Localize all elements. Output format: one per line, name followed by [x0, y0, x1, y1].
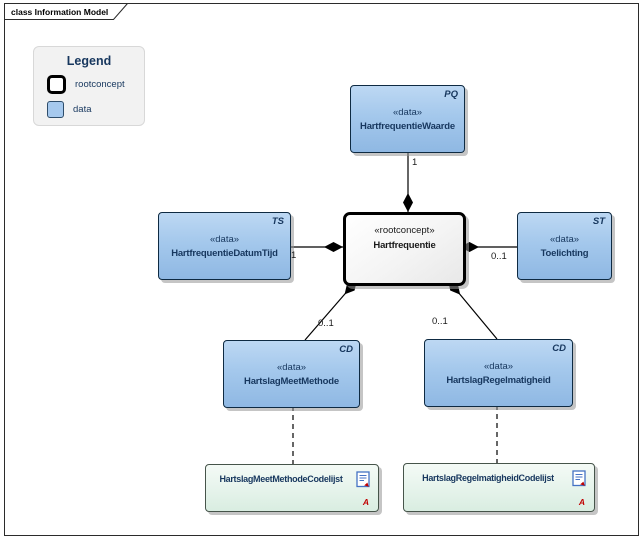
node-name: HartfrequentieDatumTijd — [171, 247, 278, 259]
node-body: «data» HartslagMeetMethode — [226, 341, 357, 407]
stereotype-label: «data» — [392, 106, 423, 118]
node-name: HartslagRegelmatigheid — [446, 374, 551, 386]
node-name: HartfrequentieWaarde — [360, 120, 455, 132]
node-hartslag-regelmatigheid[interactable]: CD «data» HartslagRegelmatigheid — [424, 339, 573, 407]
rootconcept-swatch-icon — [47, 75, 66, 94]
legend-item-label: data — [73, 104, 92, 115]
stereotype-label: «data» — [483, 360, 514, 372]
datatype-badge: ST — [592, 216, 605, 227]
multiplicity-label-meetmethode: 0..1 — [318, 318, 334, 329]
node-body: «data» HartfrequentieWaarde — [353, 86, 462, 152]
stereotype-label: «data» — [209, 233, 240, 245]
legend-item-label: rootconcept — [75, 79, 125, 90]
codelist-name: HartslagMeetMethodeCodelijst — [219, 474, 343, 484]
codelist-name: HartslagRegelmatigheidCodelijst — [422, 473, 554, 483]
datatype-badge: PQ — [444, 89, 458, 100]
node-hartslag-regelmatigheid-codelijst[interactable]: HartslagRegelmatigheidCodelijst A — [403, 463, 595, 512]
legend-title: Legend — [66, 54, 112, 68]
node-hartfrequentie-datumtijd[interactable]: TS «data» HartfrequentieDatumTijd — [158, 212, 291, 280]
codelist-document-icon — [356, 471, 371, 494]
node-body: «data» Toelichting — [520, 213, 609, 279]
multiplicity-label-regelmatigheid: 0..1 — [432, 316, 448, 327]
node-toelichting[interactable]: ST «data» Toelichting — [517, 212, 612, 280]
codelist-marker: A — [578, 497, 585, 507]
node-name: Toelichting — [540, 247, 589, 259]
data-swatch-icon — [47, 101, 64, 118]
node-hartslag-meetmethode[interactable]: CD «data» HartslagMeetMethode — [223, 340, 360, 408]
diagram-tab: class Information Model — [4, 3, 134, 21]
node-name: HartslagMeetMethode — [244, 375, 339, 387]
stereotype-label: «data» — [276, 361, 307, 373]
node-hartfrequentie-waarde[interactable]: PQ «data» HartfrequentieWaarde — [350, 85, 465, 153]
codelist-document-icon — [572, 470, 587, 493]
legend-item-rootconcept: rootconcept — [47, 75, 144, 94]
node-hartfrequentie-rootconcept[interactable]: «rootconcept» Hartfrequentie — [343, 212, 466, 286]
legend: Legend rootconcept data — [33, 46, 145, 126]
node-hartslag-meetmethode-codelijst[interactable]: HartslagMeetMethodeCodelijst A — [205, 464, 379, 512]
stereotype-label: «rootconcept» — [374, 225, 435, 236]
node-name: Hartfrequentie — [373, 240, 436, 251]
multiplicity-label-datumtijd: 1 — [291, 250, 297, 261]
node-body: «data» HartfrequentieDatumTijd — [161, 213, 288, 279]
multiplicity-label-waarde: 1 — [412, 157, 418, 168]
tab-shape-icon — [4, 3, 129, 20]
multiplicity-label-toelichting: 0..1 — [491, 251, 507, 262]
datatype-badge: CD — [552, 343, 566, 354]
stereotype-label: «data» — [549, 233, 580, 245]
legend-item-data: data — [47, 101, 144, 118]
datatype-badge: CD — [339, 344, 353, 355]
diagram-tab-label: class Information Model — [11, 7, 109, 17]
node-body: «data» HartslagRegelmatigheid — [427, 340, 570, 406]
node-body: «rootconcept» Hartfrequentie — [346, 225, 463, 251]
codelist-marker: A — [362, 497, 369, 507]
datatype-badge: TS — [271, 216, 284, 227]
